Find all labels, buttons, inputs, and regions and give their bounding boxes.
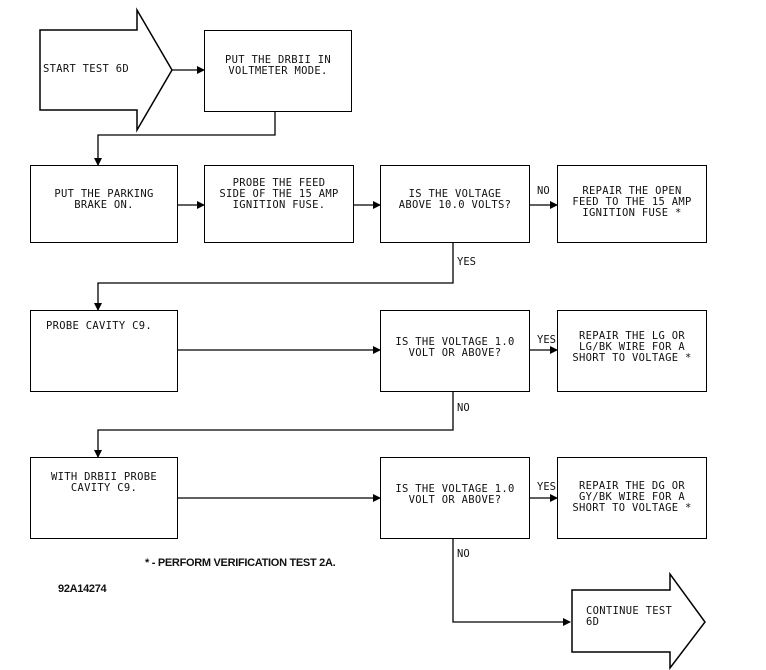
voltmeter-box xyxy=(204,30,352,112)
edge-voltmeter-to-parking xyxy=(94,112,276,166)
question-1volt-a-box xyxy=(380,310,530,392)
repair-lg-label: REPAIR THE LG OR LG/BK WIRE FOR A SHORT … xyxy=(572,330,692,364)
continue-arrow-shape xyxy=(571,571,706,670)
parking-box xyxy=(30,165,178,243)
probe-c9-box xyxy=(30,310,178,392)
edge-label-yes-2: YES xyxy=(537,334,556,346)
figure-id: 92A14274 xyxy=(58,583,107,595)
question-above-10-label: IS THE VOLTAGE ABOVE 10.0 VOLTS? xyxy=(398,188,512,211)
repair-open-label: REPAIR THE OPEN FEED TO THE 15 AMP IGNIT… xyxy=(572,185,692,219)
drbii-probe-box xyxy=(30,457,178,539)
question-1volt-b-box xyxy=(380,457,530,539)
repair-open-box xyxy=(557,165,707,243)
drbii-probe-label: WITH DRBII PROBE CAVITY C9. xyxy=(51,471,157,494)
edge-label-yes-3: YES xyxy=(537,481,556,493)
edge-question-no-to-continue xyxy=(452,539,571,626)
probe-feed-box xyxy=(204,165,354,243)
edge-question-no-down xyxy=(94,392,454,458)
voltmeter-label: PUT THE DRBII IN VOLTMETER MODE. xyxy=(225,54,331,77)
footnote: * - PERFORM VERIFICATION TEST 2A. xyxy=(145,557,336,569)
start-arrow-shape xyxy=(39,7,173,133)
repair-dg-box xyxy=(557,457,707,539)
start-label: START TEST 6D xyxy=(42,63,130,75)
edge-question-yes-down xyxy=(94,243,454,311)
question-1volt-b-label: IS THE VOLTAGE 1.0 VOLT OR ABOVE? xyxy=(395,483,515,506)
edge-label-no-2: NO xyxy=(457,402,470,414)
question-1volt-a-label: IS THE VOLTAGE 1.0 VOLT OR ABOVE? xyxy=(395,336,515,359)
continue-label: CONTINUE TEST 6D xyxy=(586,605,673,628)
question-above-10-box xyxy=(380,165,530,243)
edge-label-yes-1: YES xyxy=(457,256,476,268)
edge-label-no-1: NO xyxy=(537,185,550,197)
repair-lg-box xyxy=(557,310,707,392)
probe-feed-label: PROBE THE FEED SIDE OF THE 15 AMP IGNITI… xyxy=(219,177,339,211)
edge-label-no-3: NO xyxy=(457,548,470,560)
parking-label: PUT THE PARKING BRAKE ON. xyxy=(54,188,154,211)
repair-dg-label: REPAIR THE DG OR GY/BK WIRE FOR A SHORT … xyxy=(572,480,692,514)
probe-c9-label: PROBE CAVITY C9. xyxy=(46,320,152,332)
